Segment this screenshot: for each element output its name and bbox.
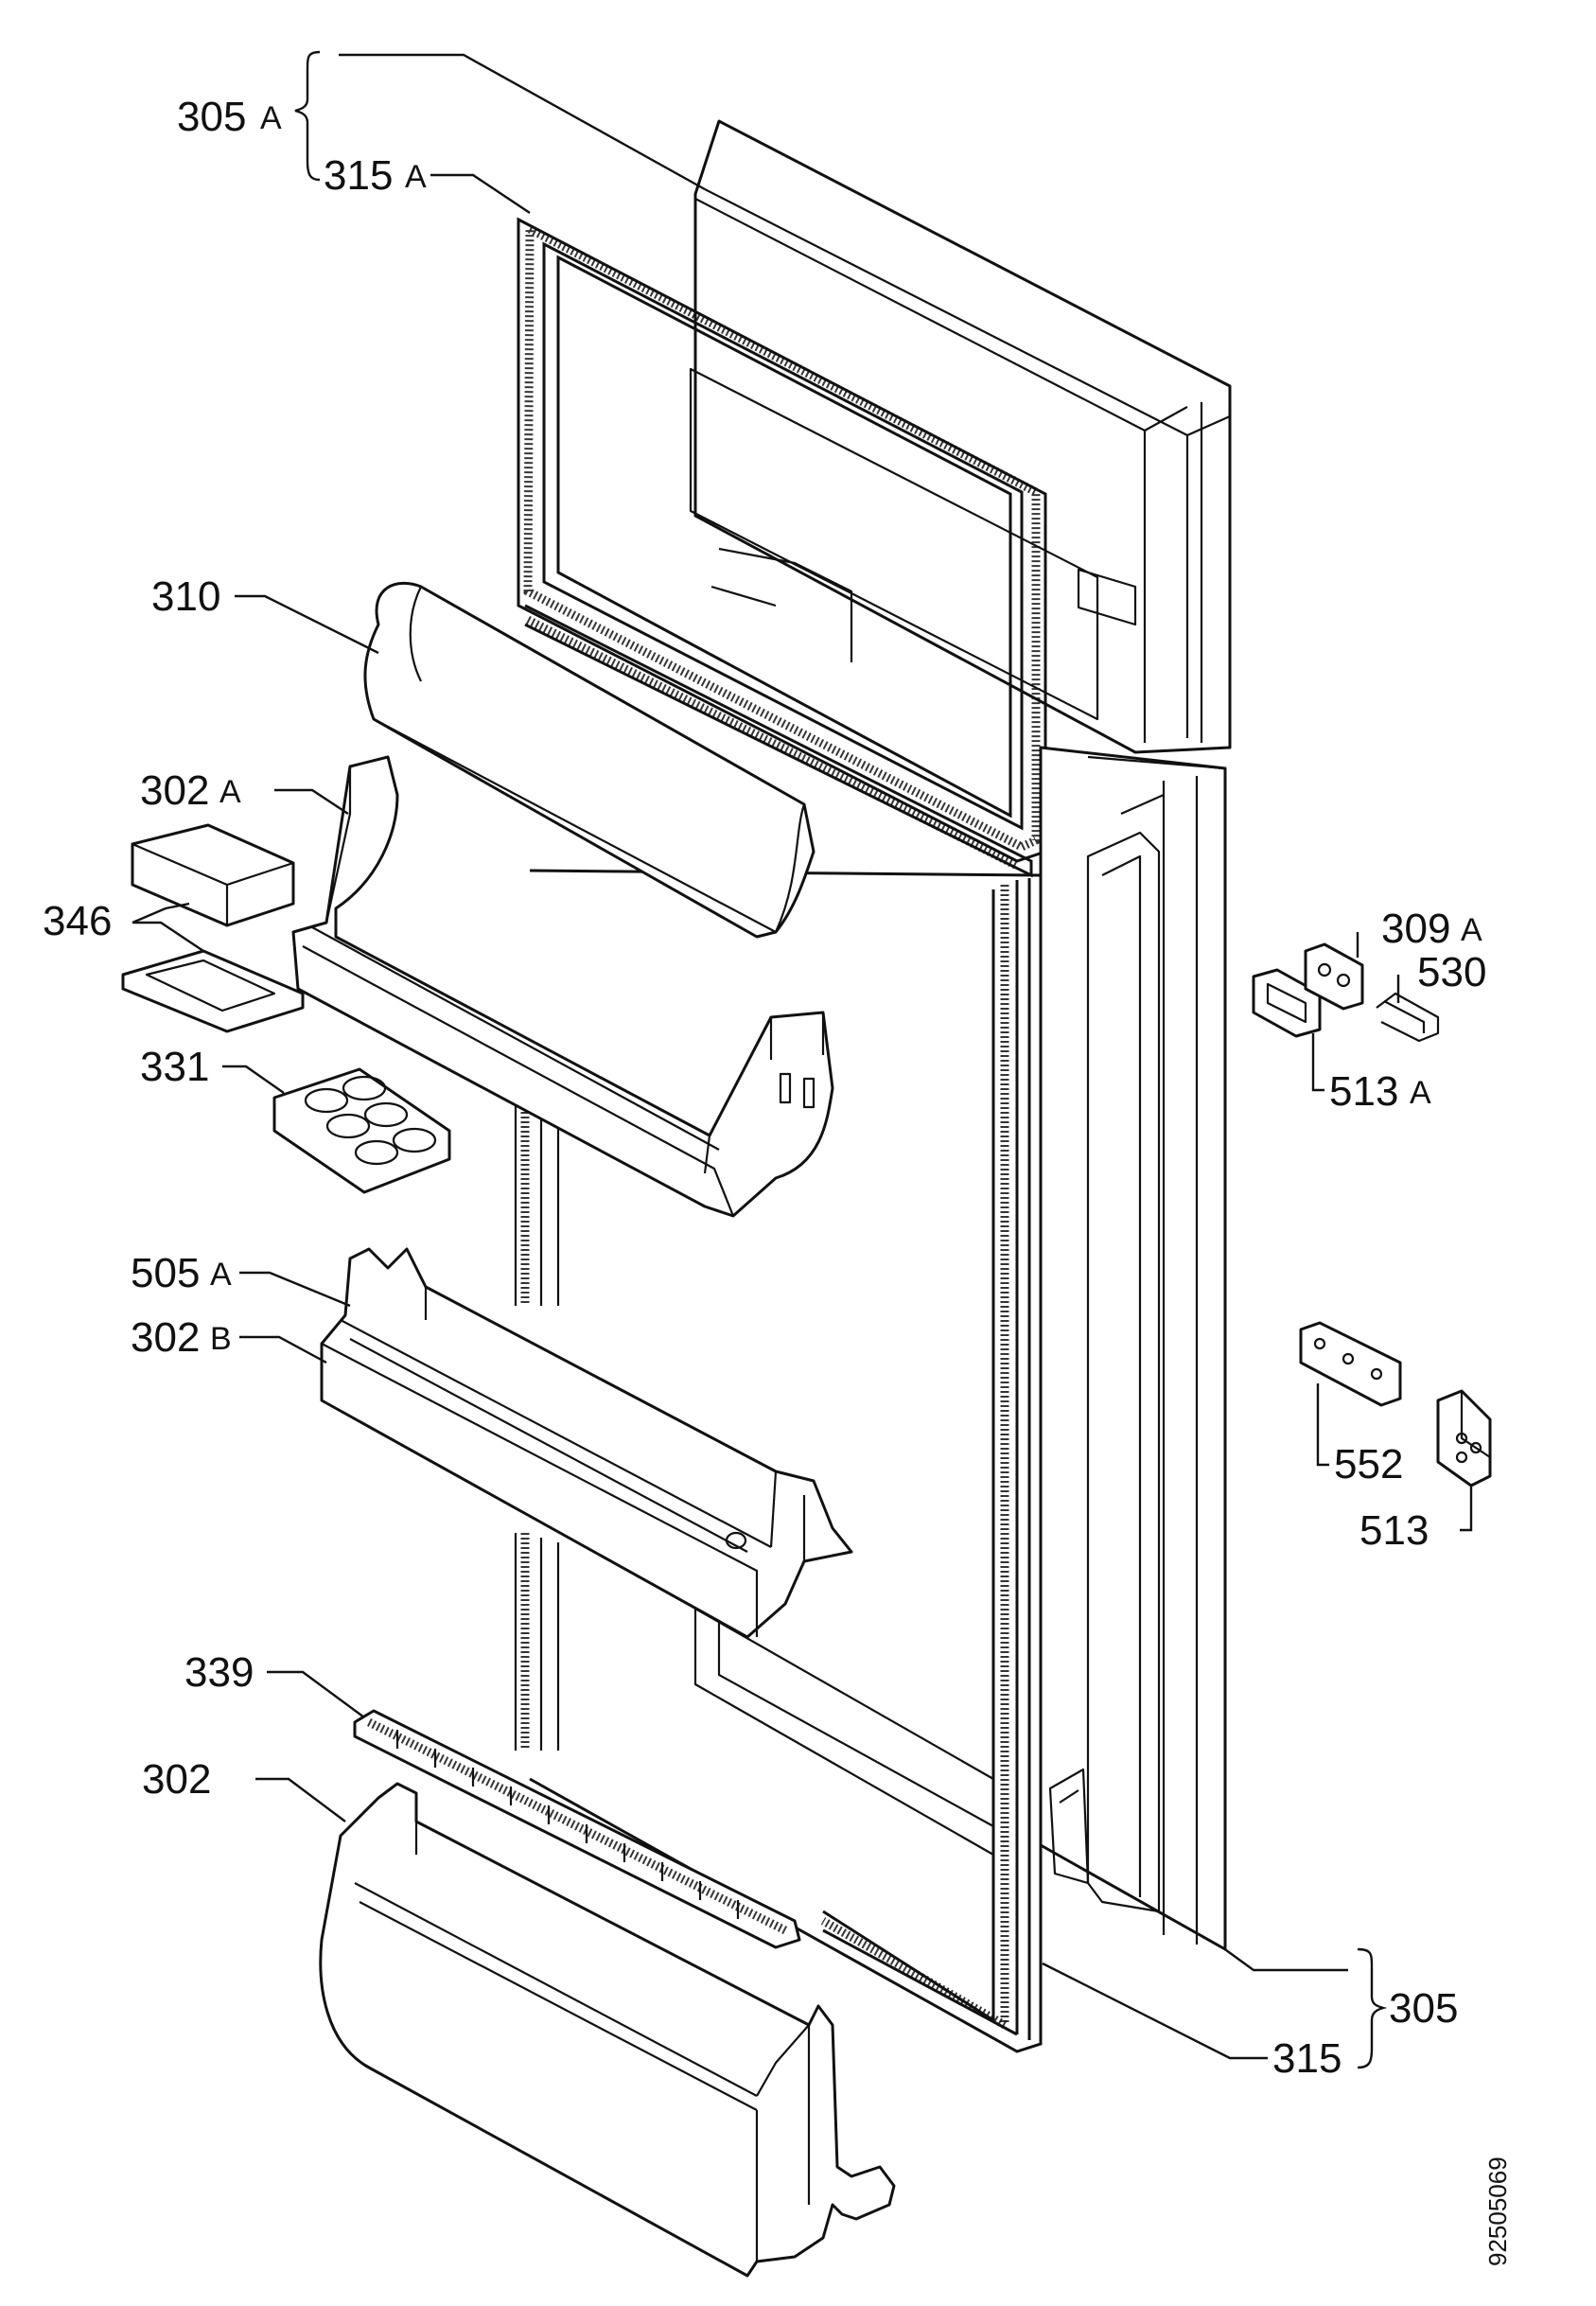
label-305a-suffix: A — [260, 100, 282, 136]
label-305: 305 — [1389, 1985, 1458, 2032]
label-309a-suffix: A — [1461, 912, 1482, 948]
label-302a-suffix: A — [219, 774, 241, 810]
leader-lines — [132, 50, 1473, 2069]
label-302a: 302 — [140, 767, 209, 814]
dairy-flap-cover — [363, 581, 816, 939]
label-302b: 302 — [131, 1314, 200, 1361]
label-530: 530 — [1417, 949, 1486, 995]
label-339: 339 — [184, 1649, 254, 1696]
hinge-plate-552 — [1299, 1321, 1402, 1407]
bottom-bottle-shelf — [319, 1782, 896, 2278]
bottle-retainer — [353, 1709, 801, 1949]
part-labels: 305 A 315 A 310 302 A 346 331 505 A 302 … — [43, 94, 1512, 2266]
upper-door-shelf — [291, 755, 834, 1218]
label-309a: 309 — [1381, 906, 1450, 952]
label-302b-suffix: B — [210, 1321, 232, 1357]
label-346: 346 — [43, 898, 112, 944]
butter-dish — [121, 823, 305, 1033]
hinge-plate-309a — [1304, 942, 1364, 1011]
label-305a: 305 — [177, 94, 246, 140]
label-315a-suffix: A — [405, 159, 427, 195]
label-315a: 315 — [324, 152, 393, 199]
upper-door-gasket — [517, 217, 1099, 878]
upper-door-panel — [693, 119, 1232, 754]
hinge-bracket-513 — [1436, 1389, 1492, 1487]
label-513a: 513 — [1329, 1068, 1398, 1115]
label-513a-suffix: A — [1410, 1075, 1431, 1111]
lower-door-panel — [1039, 746, 1227, 1951]
label-315: 315 — [1272, 2035, 1342, 2082]
label-505a-suffix: A — [210, 1257, 232, 1293]
label-331: 331 — [140, 1044, 209, 1090]
label-552: 552 — [1334, 1441, 1403, 1487]
label-302: 302 — [142, 1756, 211, 1803]
egg-tray — [272, 1067, 451, 1194]
label-505a: 505 — [131, 1250, 200, 1296]
hinge-clip-530 — [1376, 992, 1440, 1043]
label-513: 513 — [1359, 1507, 1429, 1554]
drawing-code: 92505069 — [1483, 2156, 1512, 2266]
middle-door-shelf — [320, 1247, 853, 1639]
hinge-cover-513a — [1252, 968, 1322, 1038]
label-310: 310 — [151, 573, 220, 620]
